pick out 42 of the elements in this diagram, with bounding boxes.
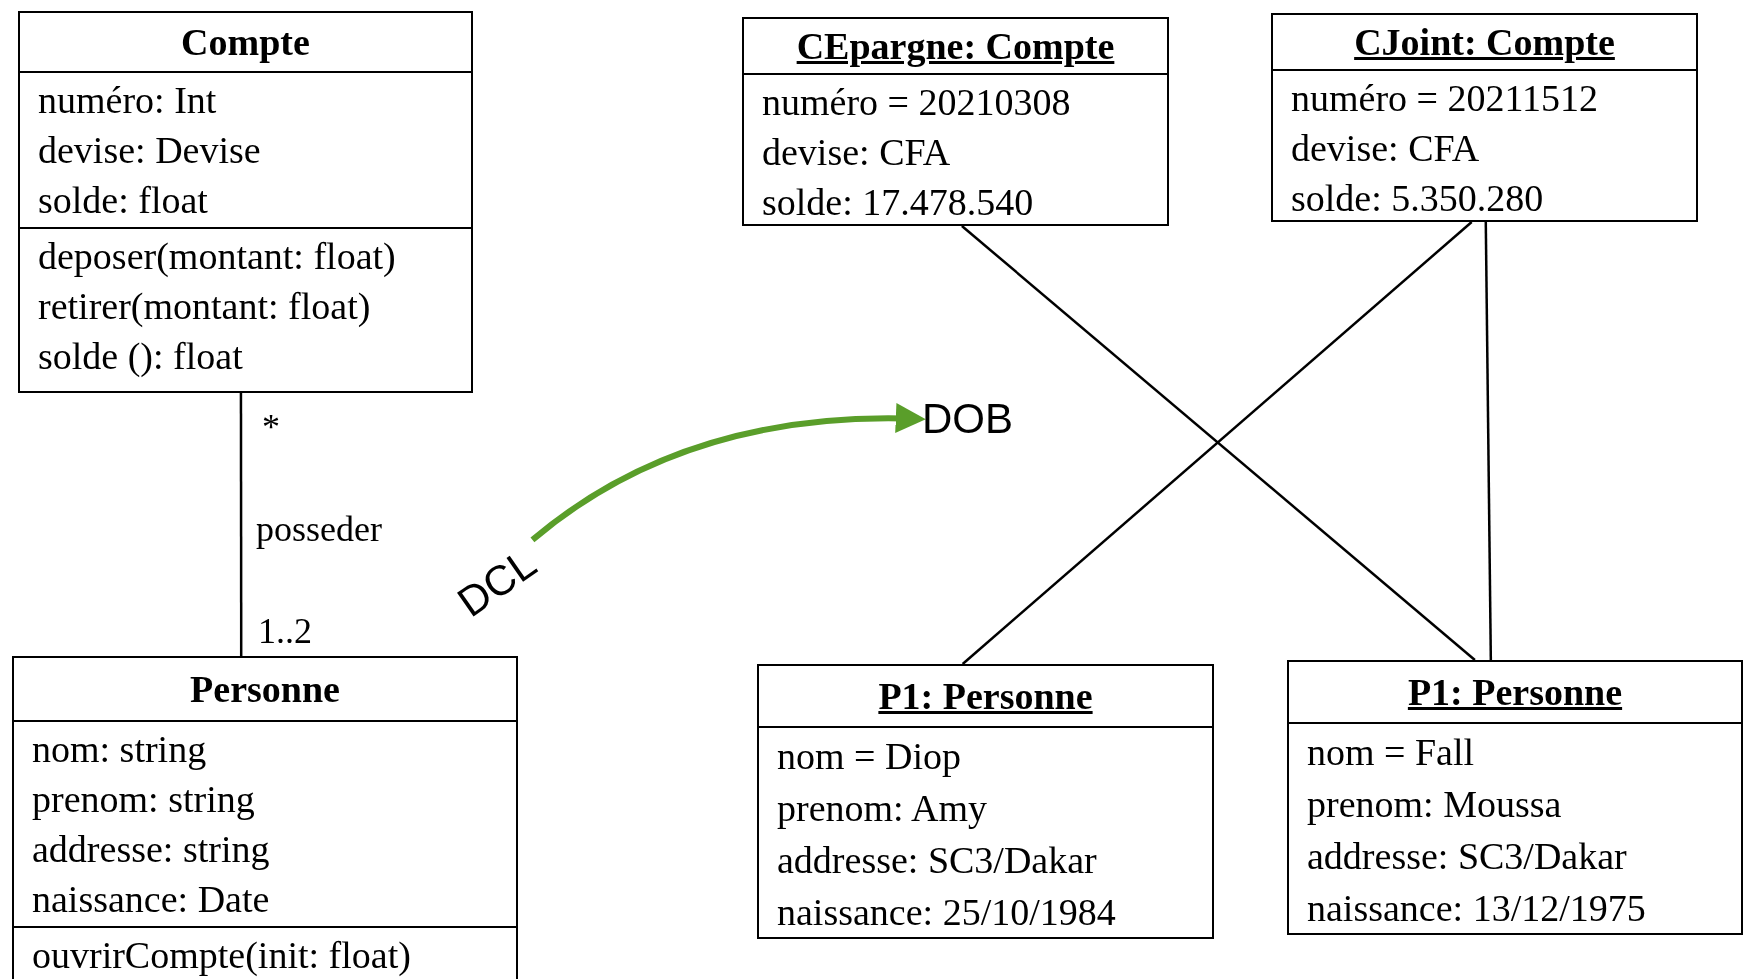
attribute-text: naissance: 13/12/1975 bbox=[1306, 886, 1647, 931]
object-name: P1: Personne bbox=[877, 674, 1094, 719]
class-name: Personne bbox=[189, 667, 341, 712]
object-box bbox=[1287, 660, 1743, 935]
method-text: solde (): float bbox=[37, 334, 244, 379]
attribute-text: numéro: Int bbox=[37, 78, 218, 123]
attribute-text: prenom: Moussa bbox=[1306, 782, 1563, 827]
attribute-text: solde: 17.478.540 bbox=[761, 180, 1035, 225]
attribute-text: addresse: SC3/Dakar bbox=[1306, 834, 1628, 879]
method-text: ouvrirCompte(init: float) bbox=[31, 933, 412, 978]
attribute-text: addresse: SC3/Dakar bbox=[776, 838, 1098, 883]
object-box bbox=[1271, 13, 1698, 222]
method-text: retirer(montant: float) bbox=[37, 284, 372, 329]
method-text: deposer(montant: float) bbox=[37, 234, 397, 279]
attribute-text: devise: CFA bbox=[761, 130, 952, 175]
object-name: CEpargne: Compte bbox=[795, 24, 1116, 69]
attribute-text: naissance: 25/10/1984 bbox=[776, 890, 1117, 935]
arrow bbox=[530, 403, 926, 543]
attribute-text: solde: 5.350.280 bbox=[1290, 176, 1545, 221]
attribute-text: solde: float bbox=[37, 178, 209, 223]
attribute-text: devise: Devise bbox=[37, 128, 262, 173]
attribute-text: prenom: Amy bbox=[776, 786, 989, 831]
attribute-text: devise: CFA bbox=[1290, 126, 1481, 171]
class-name: Compte bbox=[180, 20, 311, 65]
attribute-text: nom: string bbox=[31, 727, 208, 772]
association-line bbox=[239, 393, 243, 656]
object-box bbox=[742, 17, 1169, 226]
attribute-text: addresse: string bbox=[31, 827, 271, 872]
class-box bbox=[18, 11, 473, 393]
attribute-text: prenom: string bbox=[31, 777, 256, 822]
association-line bbox=[1484, 222, 1493, 660]
attribute-text: numéro = 20210308 bbox=[761, 80, 1072, 125]
attribute-text: nom = Diop bbox=[776, 734, 962, 779]
object-box bbox=[757, 664, 1214, 939]
object-name: P1: Personne bbox=[1406, 670, 1624, 715]
attribute-text: naissance: Date bbox=[31, 877, 271, 922]
attribute-text: nom = Fall bbox=[1306, 730, 1476, 775]
class-box bbox=[12, 656, 518, 979]
attribute-text: numéro = 20211512 bbox=[1290, 76, 1600, 121]
diagram-label: DOB bbox=[922, 398, 1013, 440]
object-name: CJoint: Compte bbox=[1353, 20, 1616, 65]
diagram-label: DCL bbox=[450, 541, 544, 625]
